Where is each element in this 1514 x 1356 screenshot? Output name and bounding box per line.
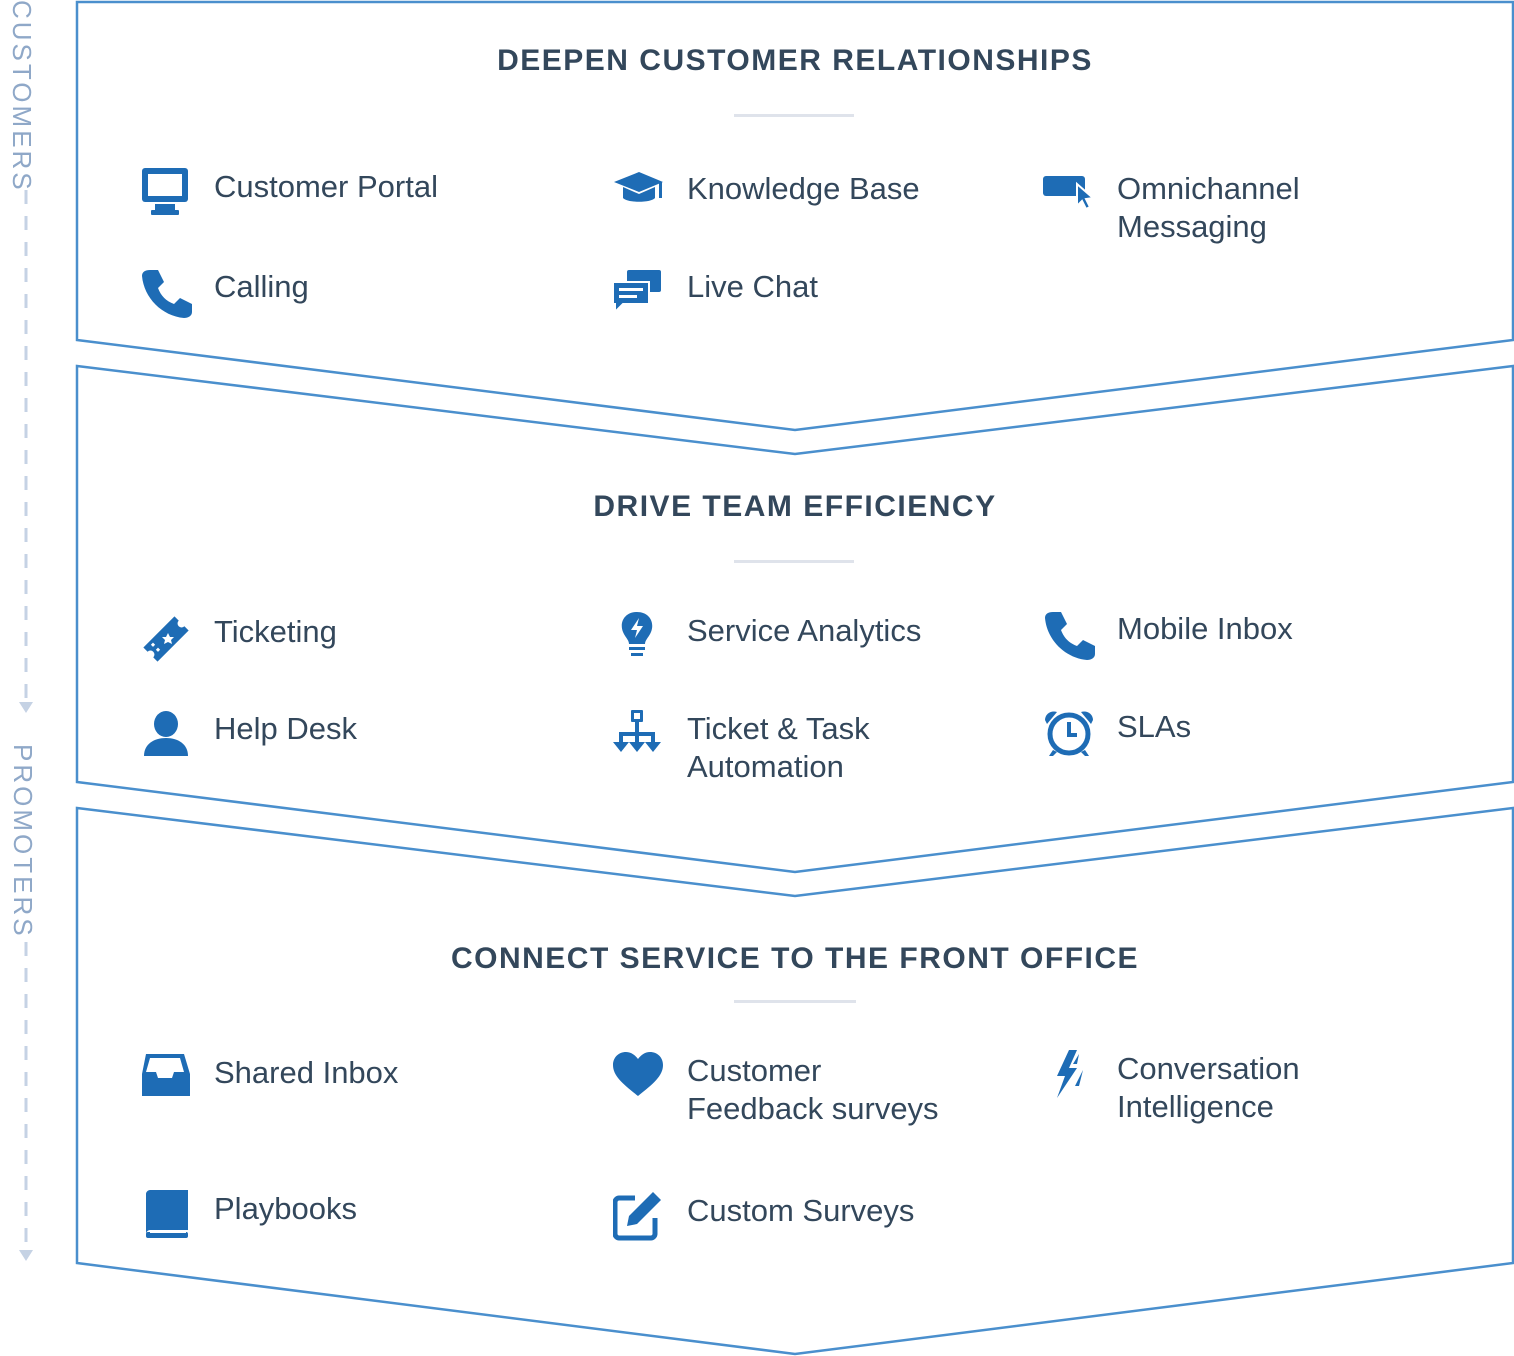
side-label-customers: CUSTOMERS	[7, 0, 37, 193]
section-title-efficiency: DRIVE TEAM EFFICIENCY	[593, 490, 997, 523]
feature-label: Omnichannel Messaging	[1117, 171, 1300, 244]
monitor-icon	[140, 168, 192, 220]
ticket-icon	[140, 613, 192, 665]
feature-label: Playbooks	[214, 1191, 358, 1226]
lightning-icon	[1043, 1050, 1095, 1102]
section-divider	[734, 1000, 856, 1003]
feature-label: Customer Feedback surveys	[687, 1053, 939, 1126]
section-3-outline	[75, 806, 1514, 1356]
heart-icon	[613, 1052, 665, 1104]
feature-label: Customer Portal	[214, 169, 438, 204]
feature-label: Calling	[214, 269, 309, 304]
feature-label: Conversation Intelligence	[1117, 1051, 1300, 1124]
section-2-outline	[75, 364, 1514, 874]
flow-arrow-bottom	[19, 1250, 33, 1261]
cursor-click-icon	[1043, 170, 1095, 222]
book-icon	[140, 1190, 192, 1242]
feature-label: Help Desk	[214, 711, 357, 746]
chat-bubbles-icon	[613, 268, 665, 320]
feature-label: Knowledge Base	[687, 171, 920, 206]
feature-label: Ticketing	[214, 614, 337, 649]
feature-label: Custom Surveys	[687, 1193, 915, 1228]
graduation-cap-icon	[613, 170, 665, 222]
person-icon	[140, 710, 192, 762]
section-1-outline	[75, 0, 1514, 432]
lightbulb-icon	[613, 612, 665, 664]
phone-icon	[140, 268, 192, 320]
feature-label: Service Analytics	[687, 613, 922, 648]
feature-label: Shared Inbox	[214, 1055, 399, 1090]
feature-label: Mobile Inbox	[1117, 611, 1293, 646]
inbox-tray-icon	[140, 1054, 192, 1106]
side-label-promoters: PROMOTERS	[8, 744, 38, 939]
alarm-clock-icon	[1043, 708, 1095, 760]
flow-arrow-top	[19, 702, 33, 713]
section-title-deepen: DEEPEN CUSTOMER RELATIONSHIPS	[497, 44, 1093, 77]
workflow-icon	[613, 710, 665, 762]
section-divider	[734, 560, 854, 563]
feature-label: Live Chat	[687, 269, 818, 304]
section-title-front-office: CONNECT SERVICE TO THE FRONT OFFICE	[450, 942, 1140, 975]
section-divider	[734, 114, 854, 117]
edit-pencil-icon	[613, 1192, 665, 1244]
feature-label: SLAs	[1117, 709, 1192, 744]
feature-label: Ticket & Task Automation	[687, 711, 870, 784]
phone-icon	[1043, 610, 1095, 662]
